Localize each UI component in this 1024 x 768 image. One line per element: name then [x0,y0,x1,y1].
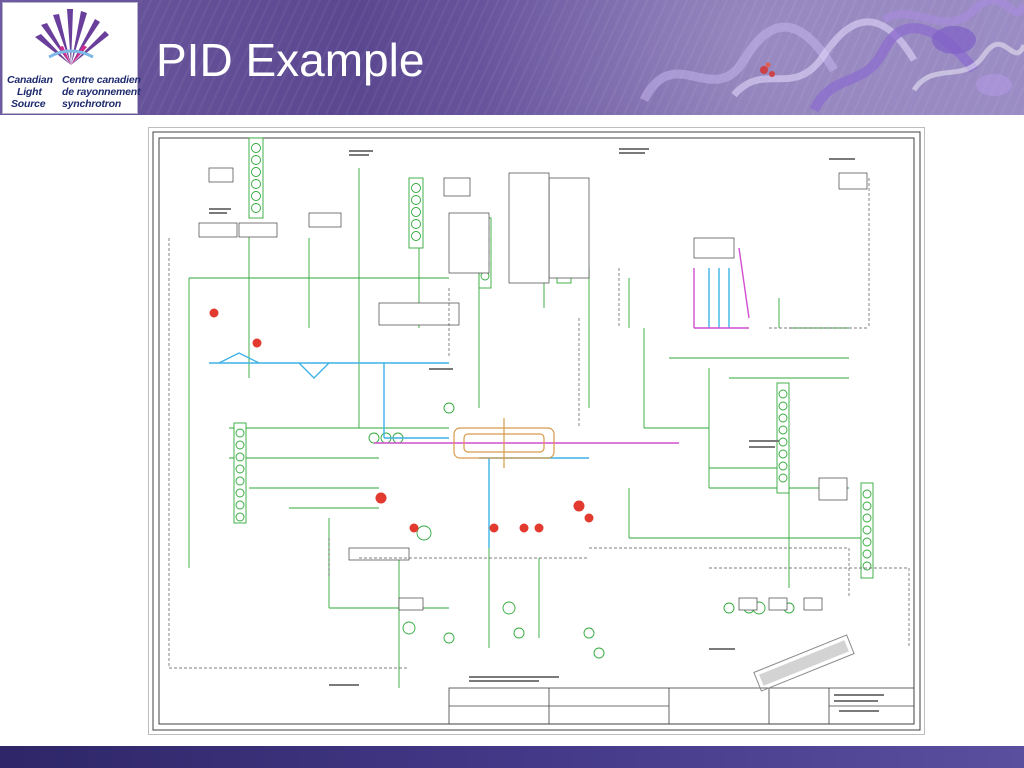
starburst-logo-icon [35,9,109,65]
rf-cavity [453,418,555,468]
logo-text-en-3: Source [11,98,46,110]
logo-text-fr-3: synchrotron [62,98,122,110]
schematic-text-rows [209,148,884,712]
logo-text-en-2: Light [17,86,42,98]
logo-text-fr-2: de rayonnement [62,86,141,98]
alarm-instruments [209,308,594,533]
slide-footer-band [0,746,1024,768]
protein-ribbon-illustration [639,0,1024,113]
work-in-progress-stamp [753,634,855,692]
pid-schematic [152,131,921,731]
pid-drawing [148,127,925,735]
csl-logo: Canadian Light Source Centre canadien de… [2,2,141,114]
cooling-water-lines [209,268,730,548]
title-block [448,687,915,725]
logo-text-fr-1: Centre canadien [62,74,141,86]
equipment-boxes [198,167,868,611]
slide-title: PID Example [156,34,425,86]
logo-text-en-1: Canadian [7,74,53,86]
process-lines [374,247,750,444]
slide-header: Canadian Light Source Centre canadien de… [0,0,1024,115]
signal-dashed-lines [168,178,910,669]
